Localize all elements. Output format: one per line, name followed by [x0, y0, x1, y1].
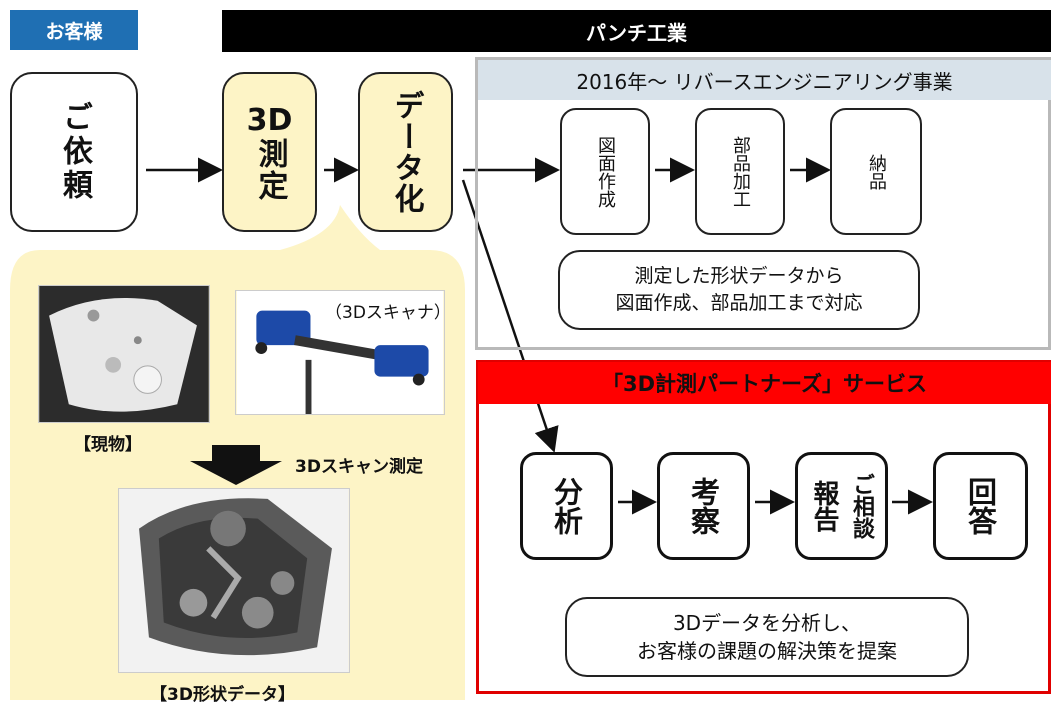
delivery-step: 納品 — [830, 108, 922, 235]
partners-note-line1: 3Dデータを分析し、 — [672, 611, 862, 635]
study-step: 考察 — [657, 452, 750, 560]
measure-line1: 3D — [246, 102, 293, 138]
drawing-step-label: 図面作成 — [595, 135, 616, 208]
data-caption: 【3D形状データ】 — [150, 685, 295, 705]
report-label: 報告 — [809, 480, 839, 532]
analysis-label: 分析 — [549, 477, 584, 535]
punch-header: パンチ工業 — [222, 10, 1051, 52]
reverse-engineering-note: 測定した形状データから 図面作成、部品加工まで対応 — [558, 250, 920, 330]
scanner-photo — [235, 290, 445, 415]
consult-label: ご相談 — [849, 473, 874, 539]
partners-title: 「3D計測パートナーズ」サービス — [478, 362, 1051, 404]
digitize-box: データ化 — [358, 72, 453, 232]
delivery-step-label: 納品 — [866, 153, 887, 190]
analysis-step: 分析 — [520, 452, 613, 560]
report-step: 報告 ご相談 — [795, 452, 888, 560]
request-box: ご依頼 — [10, 72, 138, 232]
drawing-step: 図面作成 — [560, 108, 650, 235]
client-header: お客様 — [10, 10, 138, 50]
answer-label: 回答 — [963, 477, 998, 535]
scan-caption: 3Dスキャン測定 — [295, 457, 423, 477]
partners-section — [476, 360, 1051, 694]
reverse-engineering-section — [475, 57, 1051, 350]
parts-step-label: 部品加工 — [730, 135, 751, 208]
digitize-label: データ化 — [388, 90, 424, 214]
partners-note: 3Dデータを分析し、 お客様の課題の解決策を提案 — [565, 597, 969, 677]
study-label: 考察 — [686, 477, 721, 535]
reverse-engineering-title: 2016年～ リバースエンジニアリング事業 — [478, 60, 1051, 100]
down-arrow-icon — [190, 445, 282, 485]
scan-data-image — [118, 488, 350, 673]
answer-step: 回答 — [933, 452, 1028, 560]
measure-line2: 測定 — [252, 137, 288, 202]
object-caption: 【現物】 — [74, 435, 142, 455]
partners-note-line2: お客様の課題の解決策を提案 — [637, 639, 897, 663]
re-note-line2: 図面作成、部品加工まで対応 — [615, 292, 863, 314]
measure-box: 3D 測定 — [222, 72, 317, 232]
scanner-caption: （3Dスキャナ） — [325, 303, 451, 323]
request-label: ご依頼 — [57, 101, 92, 203]
object-photo — [38, 285, 210, 423]
re-note-line1: 測定した形状データから — [634, 265, 844, 288]
parts-step: 部品加工 — [695, 108, 785, 235]
